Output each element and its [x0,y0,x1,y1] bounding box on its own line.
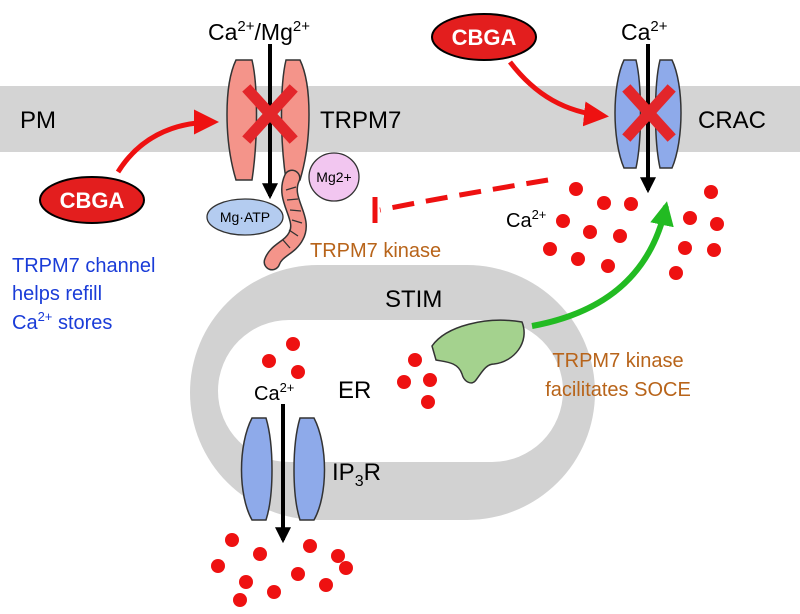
mg-atp-label: Mg·ATP [220,209,270,225]
svg-text:TRPM7 channel: TRPM7 channel [12,255,155,277]
ca-ions-cytosol [543,182,724,280]
ca-ion [286,337,300,351]
ca-ion [211,559,225,573]
cbga-left-to-trpm7-arrow [115,109,219,174]
ca-ion [233,593,247,607]
ca-ion [707,243,721,257]
ca-ions-er [262,337,437,409]
svg-text:CBGA: CBGA [452,25,517,50]
ca-ions-released [211,533,353,607]
ca-ion [710,217,724,231]
crac-block-cross-icon [622,84,676,142]
ca-ion [597,196,611,210]
ca-ion [601,259,615,273]
mg2-bubble [308,152,360,202]
crac-label: CRAC [698,107,766,134]
ca-ion [421,395,435,409]
ca-ion [669,266,683,280]
ca-ion [339,561,353,575]
ip3r-channel [240,417,326,521]
ca-er-label: Ca2+ [254,380,294,405]
ca-ion [291,567,305,581]
cbga-inhibitor-left: CBGA [39,176,145,224]
crac-channel [614,59,682,169]
ca-mg-label: Ca2+/Mg2+ [208,18,310,45]
ca-ion [704,185,718,199]
ca-ion [543,242,557,256]
stim-label: STIM [385,286,442,313]
pm-label: PM [20,107,56,134]
ca-ion [331,549,345,563]
svg-text:facilitates SOCE: facilitates SOCE [545,379,691,401]
trpm7-kinase-label: TRPM7 kinase [310,240,441,262]
mg2-bubble-label: Mg2+ [316,169,351,185]
ca-label-top-right: Ca2+ [621,18,668,45]
cbga-right-to-crac-arrow [508,60,609,127]
svg-text:helps refill: helps refill [12,283,102,305]
ca-ion [624,197,638,211]
trpm7-kinase-soce-note: TRPM7 kinase facilitates SOCE [545,350,691,401]
ca-ion [267,585,281,599]
stim-protein [431,319,525,384]
cbga-inhibitor-right: CBGA [431,13,537,61]
ca-ion [291,365,305,379]
trpm7-block-cross-icon [242,84,298,144]
ca-ion [678,241,692,255]
ca-inhibits-kinase-dashed-line [379,177,549,213]
ca-ion [683,211,697,225]
ca-ion [423,373,437,387]
mg-atp-bubble [206,198,284,236]
ip3r-label: IP3R [332,459,381,490]
trpm7-label: TRPM7 [320,107,401,134]
ca-ion [583,225,597,239]
ca-ion [303,539,317,553]
er-label: ER [338,377,371,404]
trpm7-refill-note: TRPM7 channel helps refill Ca2+ stores [12,255,155,334]
ca-ion [262,354,276,368]
ca-ion [253,547,267,561]
ca-ion [225,533,239,547]
ca-ion [408,353,422,367]
ca-cytosol-label: Ca2+ [506,207,546,232]
ca-ion [319,578,333,592]
svg-text:CBGA: CBGA [60,188,125,213]
ca-ion [569,182,583,196]
ca-ion [613,229,627,243]
ca-ion [571,252,585,266]
svg-text:Ca2+ stores: Ca2+ stores [12,309,112,334]
stim-to-crac-activation-arrow [531,201,674,329]
ca-ion [397,375,411,389]
ca-ion [239,575,253,589]
svg-text:TRPM7 kinase: TRPM7 kinase [552,350,683,372]
ca-ion [556,214,570,228]
trpm7-channel [226,59,310,271]
